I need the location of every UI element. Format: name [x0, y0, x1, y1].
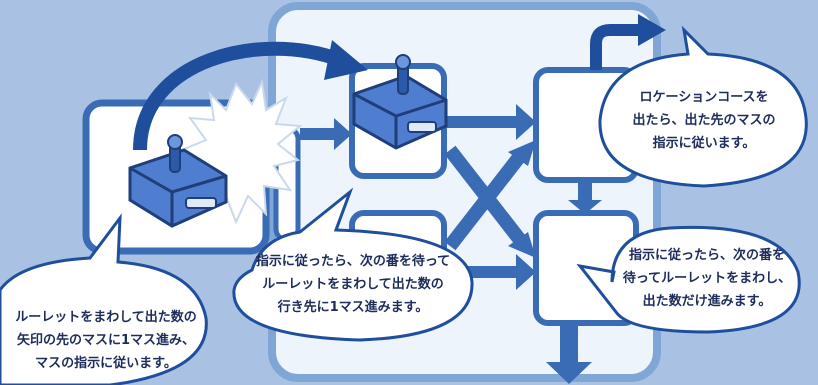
bubble-bottom-left-text: ルーレットをまわして出た数の 矢印の先のマスに1マス進み、 マスの指示に従います… [6, 306, 206, 375]
jump-arrow [133, 41, 343, 151]
bubble-bottom-right-text: 指示に従ったら、次の番を 待ってルーレットをまわし、 出た数だけ進みます。 [612, 244, 802, 313]
car-piece-icon [128, 134, 228, 228]
bubble-line: 指示に従います。 [652, 136, 756, 151]
bubble-bottom-right-shape [576, 225, 801, 334]
bubble-line: マスの指示に従います。 [35, 356, 177, 371]
bubble-line: 出た数だけ進みます。 [642, 294, 772, 309]
bubble-top-right-text: ロケーションコースを 出たら、出た先のマスの 指示に従います。 [604, 86, 804, 155]
bubble-line: ロケーションコースを [639, 90, 769, 105]
car-piece-icon [352, 54, 448, 150]
bubble-line: 行き先に1マス進みます。 [277, 300, 429, 315]
cross-arrows [444, 145, 526, 251]
bubble-bottom-left-shape [0, 213, 208, 385]
bubble-middle-shape [232, 187, 474, 342]
bubble-line: 矢印の先のマスに1マス進み、 [16, 333, 196, 348]
exit-top-arrow-head [638, 14, 666, 46]
bubble-line: ルーレットをまわして出た数の [15, 310, 197, 325]
bubble-middle-text: 指示に従ったら、次の番を待って ルーレットをまわして出た数の 行き先に1マス進み… [236, 250, 470, 319]
bubble-line: 出たら、出た先のマスの [632, 113, 776, 128]
bubble-top-right-shape [598, 25, 808, 188]
bubble-line: 指示に従ったら、次の番を待って [255, 254, 451, 269]
bubble-line: 待ってルーレットをまわし、 [622, 271, 792, 286]
speech-bubbles [0, 25, 808, 385]
exit-top-arrow [590, 24, 640, 70]
jump-arrow-head [324, 40, 368, 80]
bubble-line: ルーレットをまわして出た数の [262, 277, 444, 292]
cross-arrow-heads [508, 140, 536, 258]
bubble-line: 指示に従ったら、次の番を [628, 248, 785, 263]
